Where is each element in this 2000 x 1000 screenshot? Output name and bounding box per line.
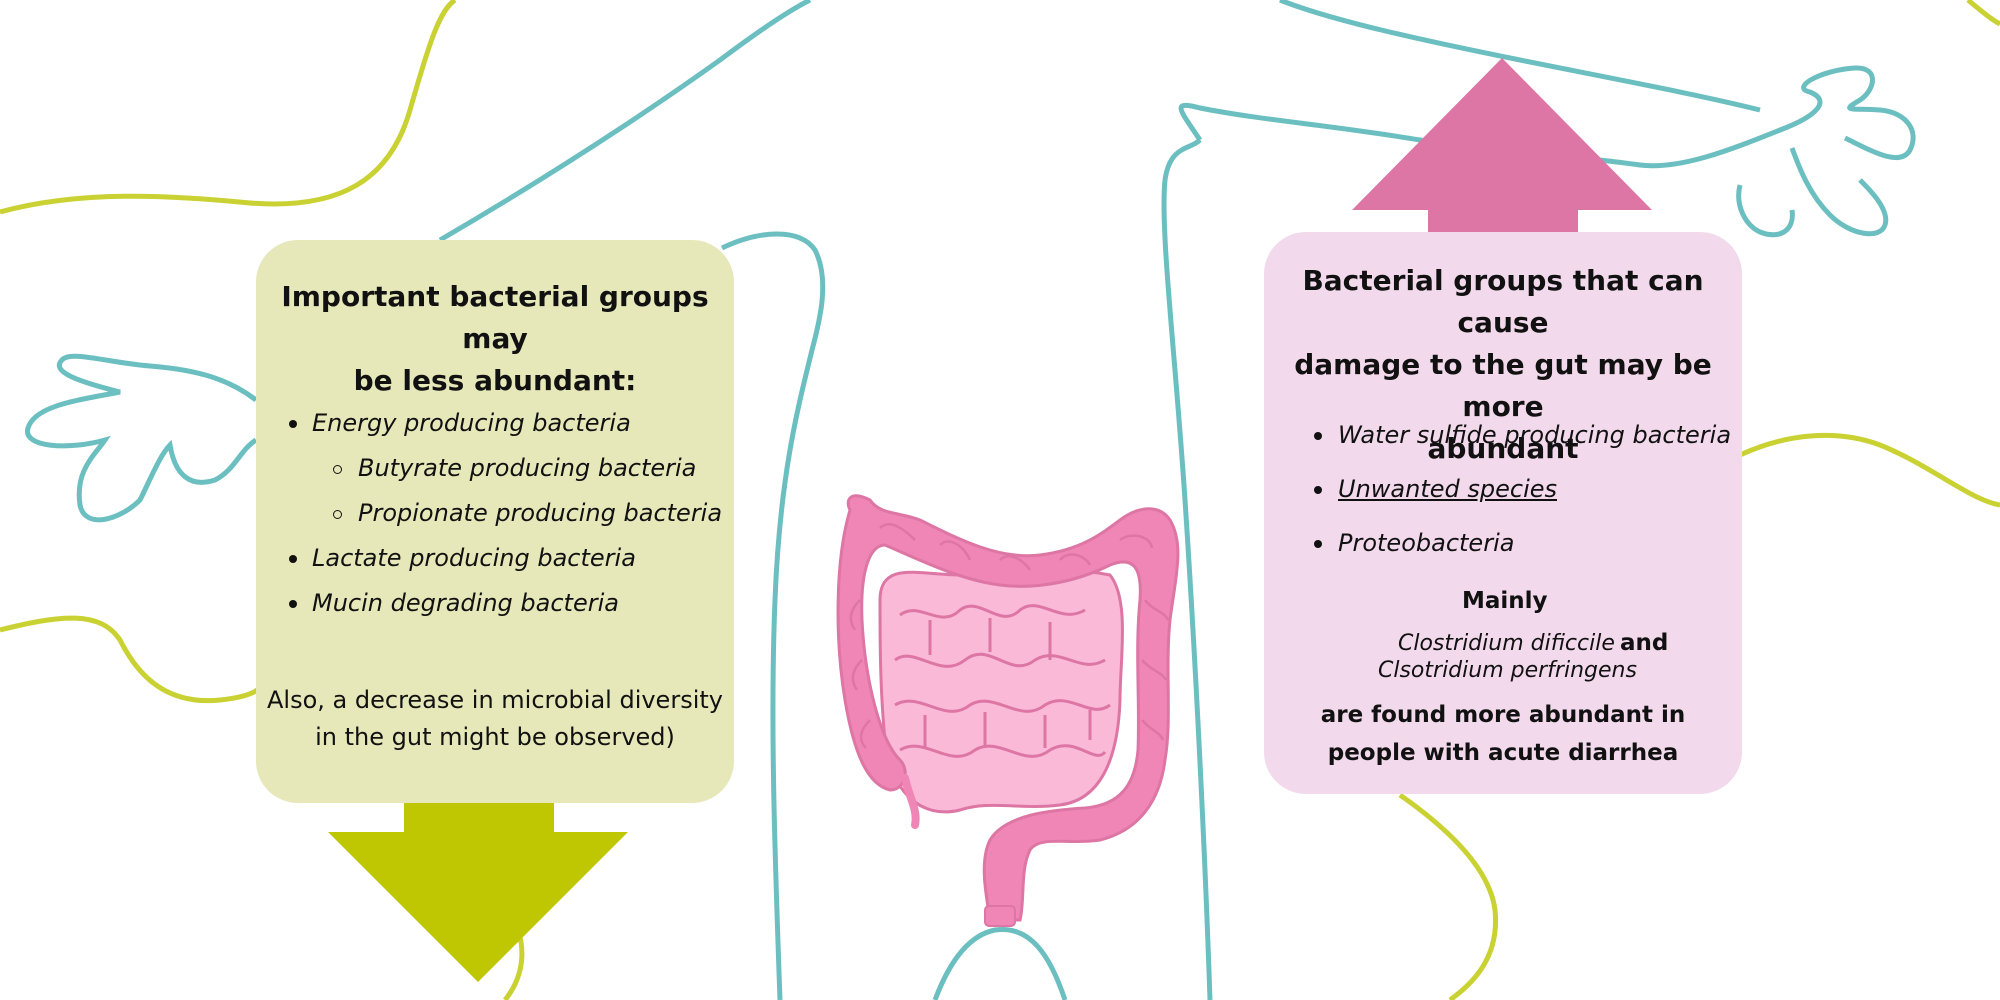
diarrhea-note: are found more abundant in people with a… — [1264, 696, 1742, 772]
large-intestine — [836, 494, 1180, 922]
more-abundant-title-line1: Bacterial groups that can cause — [1302, 264, 1704, 339]
list-item: Propionate producing bacteria — [312, 498, 722, 543]
species-2: Clsotridium perfringens — [1378, 658, 1637, 683]
list-item-label: Energy producing bacteria — [312, 409, 631, 437]
teal-outline-line — [932, 926, 1068, 1000]
more-abundant-title-line2: damage to the gut may be more — [1294, 348, 1712, 423]
unwanted-species-link[interactable]: Unwanted species — [1338, 475, 1557, 503]
diarrhea-note-line2: people with acute diarrhea — [1327, 740, 1679, 766]
teal-outline-line — [438, 0, 812, 243]
teal-outline-line — [25, 353, 258, 523]
list-item-label: Propionate producing bacteria — [358, 499, 723, 527]
less-abundant-title: Important bacterial groups may be less a… — [276, 276, 714, 402]
mainly-label: Mainly — [1462, 588, 1548, 614]
list-item-label: Mucin degrading bacteria — [312, 589, 619, 617]
diversity-note-line2: in the gut might be observed) — [315, 723, 675, 751]
more-abundant-list: Water sulfide producing bacteria Unwante… — [1314, 420, 1732, 582]
colon-folds — [849, 523, 1170, 749]
yellow-wave-line — [0, 615, 268, 704]
list-item: Unwanted species — [1314, 474, 1731, 528]
teal-outline-line — [1789, 147, 1889, 237]
diarrhea-note-line1: are found more abundant in — [1320, 702, 1686, 728]
mainly-text: Mainly — [1462, 582, 1548, 620]
less-abundant-box: Important bacterial groups may be less a… — [256, 240, 734, 803]
diversity-note-line1: Also, a decrease in microbial diversity — [267, 686, 723, 714]
yellow-wave-line — [1398, 792, 1499, 1000]
yellow-wave-line — [0, 0, 457, 215]
yellow-wave-line — [1966, 0, 2000, 27]
up-arrow-icon — [1352, 58, 1652, 237]
list-item-label: Lactate producing bacteria — [312, 544, 636, 572]
teal-outline-line — [1178, 65, 1916, 169]
species-line-1: Clostridium dificcile and — [1398, 624, 1668, 662]
species-1: Clostridium dificcile — [1398, 631, 1615, 656]
list-item-label: Water sulfide producing bacteria — [1338, 421, 1732, 449]
up-arrow-stem — [1428, 205, 1578, 237]
list-item: Water sulfide producing bacteria — [1314, 420, 1732, 474]
down-arrow-stem — [404, 800, 554, 836]
list-item-label: Proteobacteria — [1338, 529, 1515, 557]
and-word: and — [1619, 630, 1669, 656]
list-item-label: Butyrate producing bacteria — [358, 454, 697, 482]
more-abundant-title-line3: abundant — [1427, 432, 1579, 465]
intestine-icon — [836, 494, 1180, 927]
list-item: Mucin degrading bacteria — [289, 588, 722, 633]
teal-outline-line — [720, 231, 826, 1000]
teal-outline-line — [1279, 0, 1761, 113]
diversity-note: Also, a decrease in microbial diversity … — [256, 682, 734, 756]
less-abundant-title-line1: Important bacterial groups may — [281, 280, 709, 355]
small-intestine — [878, 569, 1124, 814]
yellow-wave-line — [1738, 432, 2000, 508]
rectum — [984, 905, 1016, 927]
species-line-2: Clsotridium perfringens — [1378, 658, 1638, 683]
less-abundant-title-line2: be less abundant: — [353, 364, 637, 397]
list-item: Butyrate producing bacteria — [312, 453, 722, 498]
list-item: Energy producing bacteria — [289, 408, 722, 453]
more-abundant-box: Bacterial groups that can cause damage t… — [1264, 232, 1742, 794]
down-arrow-head — [328, 832, 628, 982]
more-abundant-title: Bacterial groups that can cause damage t… — [1278, 260, 1728, 470]
teal-outline-line — [1161, 138, 1213, 1000]
down-arrow-icon — [328, 800, 628, 982]
appendix — [901, 774, 920, 829]
teal-outline-line — [1736, 184, 1795, 238]
list-item: Lactate producing bacteria — [289, 543, 722, 588]
up-arrow-head — [1352, 58, 1652, 210]
list-item: Proteobacteria — [1314, 528, 1731, 582]
less-abundant-list: Energy producing bacteria Butyrate produ… — [289, 408, 722, 633]
small-intestine-folds — [894, 604, 1111, 758]
